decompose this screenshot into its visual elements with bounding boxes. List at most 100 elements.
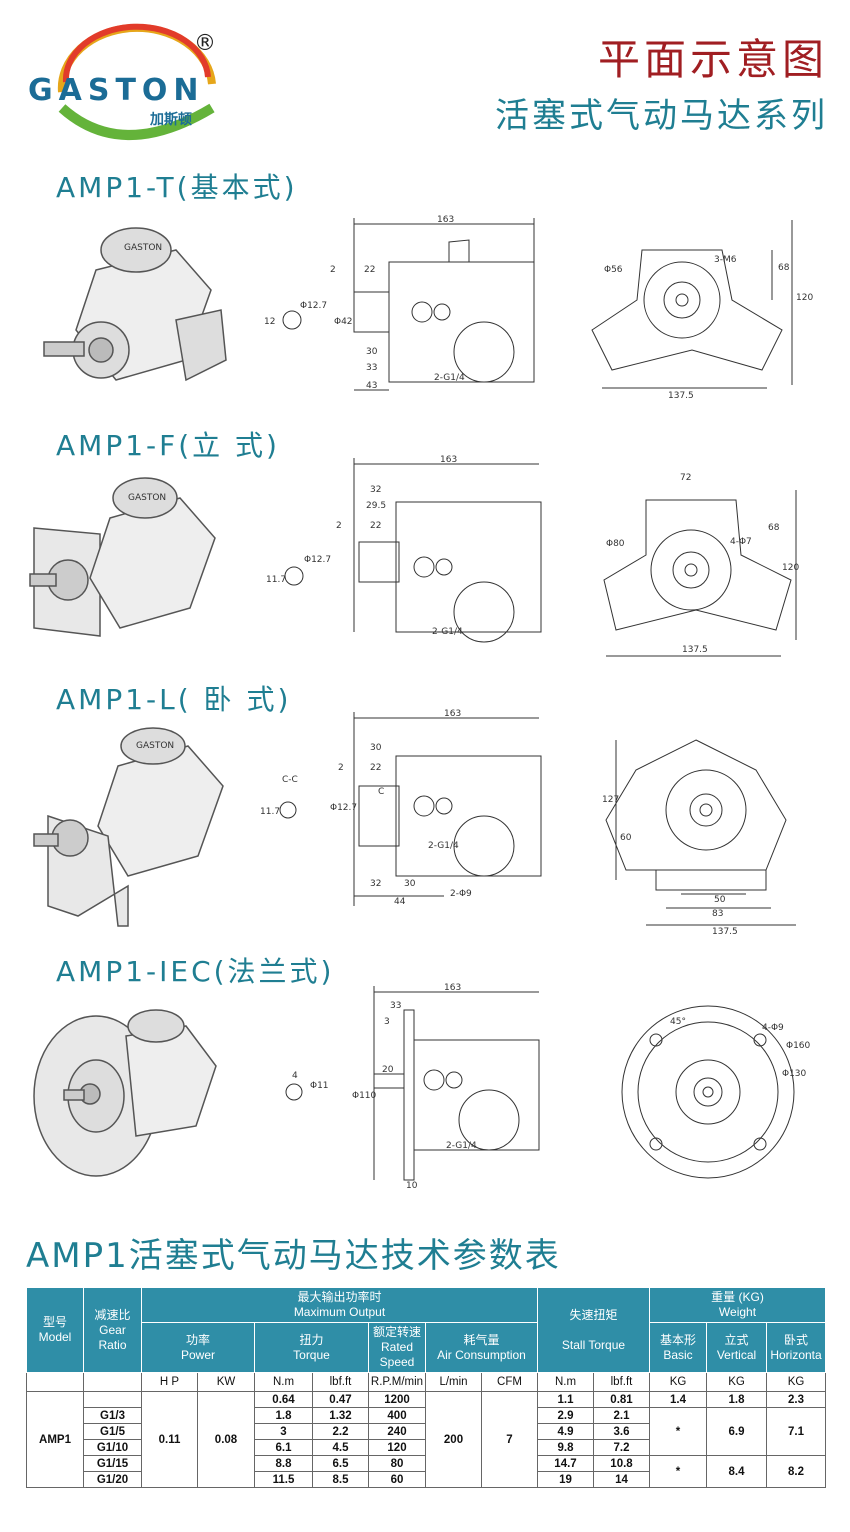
svg-text:12: 12 — [264, 317, 275, 327]
svg-text:2: 2 — [336, 521, 342, 531]
svg-text:45°: 45° — [670, 1017, 686, 1027]
svg-text:22: 22 — [370, 763, 381, 773]
svg-text:3: 3 — [384, 1017, 390, 1027]
motor-photo-l: GASTON — [33, 727, 224, 927]
svg-text:72: 72 — [680, 473, 691, 483]
front-view-iec: 45° 4-Φ9 Φ160 Φ130 — [621, 1005, 811, 1179]
svg-text:30: 30 — [404, 879, 416, 889]
svg-text:GASTON: GASTON — [124, 243, 162, 253]
svg-text:GASTON: GASTON — [136, 741, 174, 751]
svg-text:163: 163 — [440, 455, 457, 465]
svg-text:2: 2 — [338, 763, 344, 773]
page-subtitle: 活塞式气动马达系列 — [495, 96, 828, 136]
registered-mark: ® — [194, 31, 216, 56]
svg-text:4-Φ9: 4-Φ9 — [762, 1023, 784, 1033]
svg-text:44: 44 — [394, 897, 406, 907]
svg-text:33: 33 — [390, 1001, 401, 1011]
svg-text:127: 127 — [602, 795, 619, 805]
svg-text:60: 60 — [620, 833, 632, 843]
svg-text:50: 50 — [714, 895, 726, 905]
logo-cn: 加斯顿 — [149, 111, 192, 128]
svg-text:163: 163 — [444, 983, 461, 993]
section-title-t: AMP1-T(基本式) — [56, 171, 298, 204]
svg-text:137.5: 137.5 — [712, 927, 738, 937]
page-title: 平面示意图 — [597, 35, 828, 84]
side-view-t: 163 2 22 30 33 43 Φ12.7 Φ42 12 2-G1/4 — [264, 215, 535, 391]
svg-text:C-C: C-C — [282, 775, 298, 785]
svg-text:Φ11: Φ11 — [310, 1081, 329, 1091]
svg-text:2-G1/4: 2-G1/4 — [434, 373, 465, 383]
svg-text:C: C — [378, 787, 384, 797]
svg-text:Φ12.7: Φ12.7 — [304, 555, 331, 565]
svg-text:4: 4 — [292, 1071, 298, 1081]
front-view-l: 137.5 83 50 127 60 — [602, 739, 796, 937]
svg-text:3-M6: 3-M6 — [714, 255, 737, 265]
svg-text:11.7: 11.7 — [266, 575, 286, 585]
svg-text:30: 30 — [366, 347, 378, 357]
section-title-f: AMP1-F(立 式) — [56, 429, 280, 462]
side-view-f: 163 32 29.5 2 22 Φ12.7 11.7 2-G1/4 — [266, 455, 542, 643]
svg-text:Φ42: Φ42 — [334, 317, 353, 327]
svg-text:33: 33 — [366, 363, 377, 373]
side-view-l: 163 30 2 22 32 30 44 Φ12.7 11.7 C-C C 2-… — [260, 709, 542, 907]
svg-text:137.5: 137.5 — [682, 645, 708, 655]
svg-text:20: 20 — [382, 1065, 394, 1075]
svg-text:2-G1/4: 2-G1/4 — [428, 841, 459, 851]
svg-text:Φ80: Φ80 — [606, 539, 625, 549]
svg-text:11.7: 11.7 — [260, 807, 280, 817]
svg-text:30: 30 — [370, 743, 382, 753]
motor-photo-iec — [33, 1009, 217, 1177]
svg-text:2-G1/4: 2-G1/4 — [432, 627, 463, 637]
svg-text:68: 68 — [768, 523, 780, 533]
svg-text:68: 68 — [778, 263, 790, 273]
svg-text:43: 43 — [366, 381, 377, 391]
section-title-iec: AMP1-IEC(法兰式) — [56, 955, 335, 988]
section-title-l: AMP1-L( 卧 式) — [56, 683, 292, 716]
svg-text:120: 120 — [796, 293, 813, 303]
svg-text:32: 32 — [370, 485, 381, 495]
gaston-logo: GASTON 加斯顿 ® — [28, 23, 216, 140]
svg-text:29.5: 29.5 — [366, 501, 386, 511]
table-title: AMP1活塞式气动马达技术参数表 — [26, 1236, 561, 1276]
svg-text:83: 83 — [712, 909, 723, 919]
motor-photo-f: GASTON — [29, 477, 216, 637]
svg-text:2: 2 — [330, 265, 336, 275]
cfm-cell: 7 — [481, 1391, 538, 1488]
front-view-t: 137.5 68 120 Φ56 3-M6 — [591, 220, 813, 401]
svg-text:163: 163 — [437, 215, 454, 225]
side-view-iec: 163 33 3 20 10 Φ11 4 Φ110 2-G1/4 — [285, 983, 540, 1191]
svg-text:Φ56: Φ56 — [604, 265, 623, 275]
svg-text:137.5: 137.5 — [668, 391, 694, 401]
front-view-f: 72 137.5 68 120 Φ80 4-Φ7 — [603, 473, 799, 657]
svg-text:Φ12.7: Φ12.7 — [330, 803, 357, 813]
svg-text:2-Φ9: 2-Φ9 — [450, 889, 472, 899]
svg-text:Φ12.7: Φ12.7 — [300, 301, 327, 311]
svg-text:10: 10 — [406, 1181, 418, 1191]
kw-cell: 0.08 — [197, 1391, 255, 1488]
logo-text: GASTON — [28, 73, 205, 108]
svg-text:22: 22 — [364, 265, 375, 275]
svg-text:2-G1/4: 2-G1/4 — [446, 1141, 477, 1151]
svg-text:32: 32 — [370, 879, 381, 889]
header-weight: 重量 (KG)Weight — [649, 1287, 826, 1323]
svg-text:163: 163 — [444, 709, 461, 719]
svg-text:GASTON: GASTON — [128, 493, 166, 503]
motor-photo-t: GASTON — [43, 227, 227, 382]
svg-text:120: 120 — [782, 563, 799, 573]
svg-text:Φ130: Φ130 — [782, 1069, 807, 1079]
